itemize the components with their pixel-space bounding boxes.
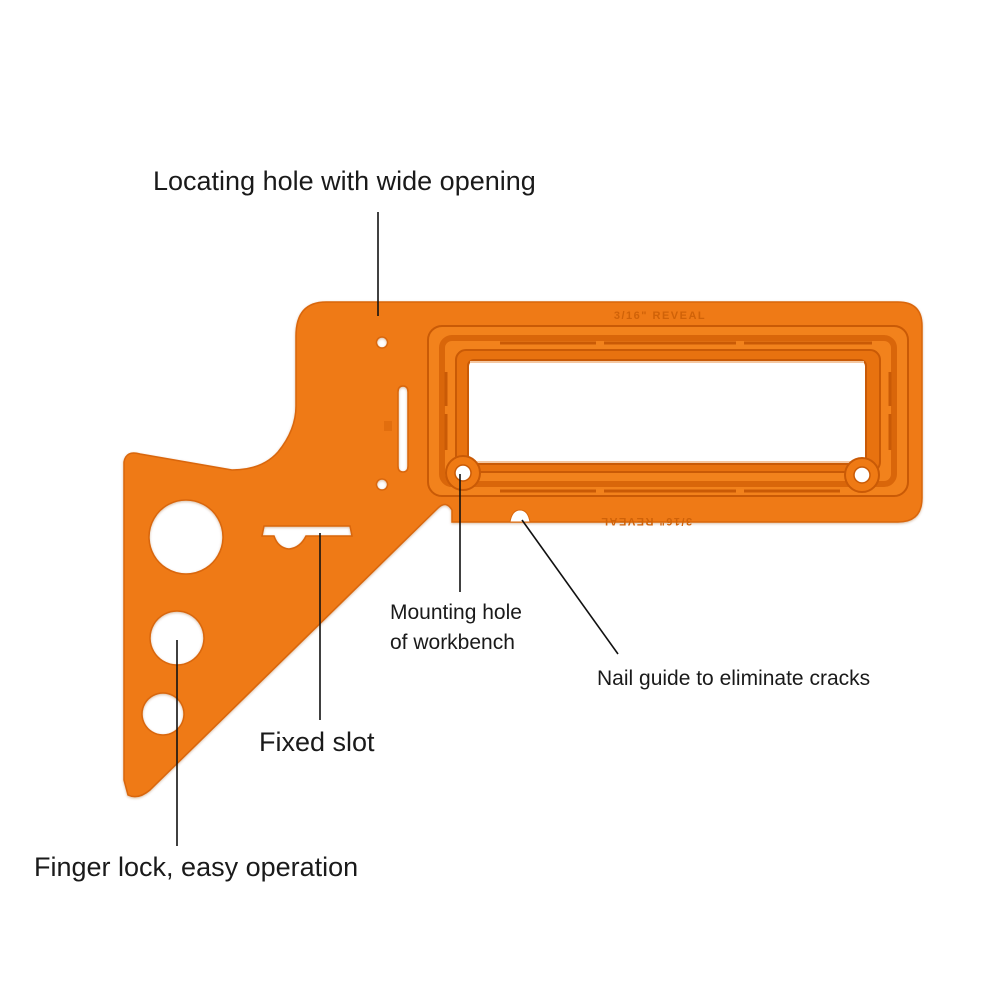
nail-guide-notch bbox=[509, 509, 531, 523]
leader-nail-guide bbox=[521, 519, 619, 655]
embossed-text-top: 3/16" REVEAL bbox=[614, 310, 706, 322]
callout-mounting-hole-line1: Mounting hole bbox=[390, 601, 522, 624]
embossed-text-bottom: 3/16" REVEAL bbox=[600, 515, 692, 527]
callout-fixed-slot: Fixed slot bbox=[259, 727, 375, 757]
slot-nick bbox=[384, 421, 392, 431]
frame-window bbox=[467, 359, 867, 465]
callout-locating-hole: Locating hole with wide opening bbox=[153, 166, 536, 196]
callout-nail-guide: Nail guide to eliminate cracks bbox=[597, 667, 871, 690]
mounting-boss-right bbox=[844, 457, 880, 493]
callout-mounting-hole: Mounting hole of workbench bbox=[390, 598, 522, 658]
callout-finger-lock: Finger lock, easy operation bbox=[34, 852, 359, 882]
frame-ribs bbox=[444, 341, 892, 493]
mounting-boss-left bbox=[445, 455, 481, 491]
callout-mounting-hole-line2: of workbench bbox=[390, 631, 515, 654]
frame-groove bbox=[439, 335, 897, 487]
